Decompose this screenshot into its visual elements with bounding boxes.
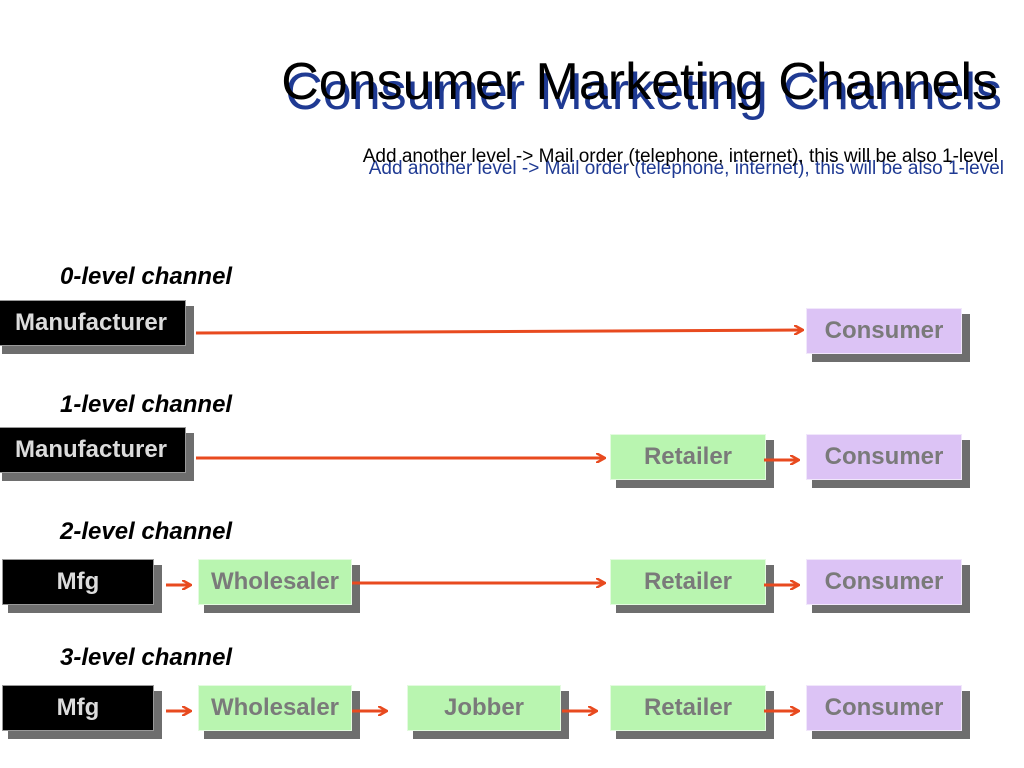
consumer-label: Consumer xyxy=(824,443,944,470)
consumer-label: Consumer xyxy=(824,568,944,595)
wholesaler-label: Wholesaler xyxy=(210,568,340,595)
wholesaler-box: Wholesaler xyxy=(198,685,360,739)
retailer-box: Retailer xyxy=(610,434,774,488)
channel-1-label: 1-level channel xyxy=(60,391,233,418)
mfg-label: Mfg xyxy=(56,568,100,595)
subtitle: Add another level -> Mail order (telepho… xyxy=(362,146,998,167)
arrow-manufacturer-to-consumer xyxy=(195,330,802,333)
jobber-box: Jobber xyxy=(407,685,569,739)
mfg-label: Mfg xyxy=(56,694,100,721)
consumer-box: Consumer xyxy=(806,308,970,362)
wholesaler-box: Wholesaler xyxy=(198,559,360,613)
subtitle-shadow: Add another level -> Mail order (telepho… xyxy=(368,158,1004,179)
channel-3-label: 3-level channel xyxy=(60,644,233,671)
consumer-label: Consumer xyxy=(824,694,944,721)
retailer-label: Retailer xyxy=(643,694,733,721)
consumer-box: Consumer xyxy=(806,685,970,739)
manufacturer-box: Manufacturer xyxy=(0,427,194,481)
page-title-shadow: Consumer Marketing Channels xyxy=(285,63,1002,121)
consumer-box: Consumer xyxy=(806,434,970,488)
retailer-label: Retailer xyxy=(643,443,733,470)
page-title: Consumer Marketing Channels xyxy=(281,53,998,111)
consumer-box: Consumer xyxy=(806,559,970,613)
wholesaler-label: Wholesaler xyxy=(210,694,340,721)
manufacturer-box: Manufacturer xyxy=(0,300,194,354)
manufacturer-label: Manufacturer xyxy=(14,309,168,336)
mfg-box: Mfg xyxy=(2,685,162,739)
channel-0-label: 0-level channel xyxy=(60,263,233,290)
mfg-box: Mfg xyxy=(2,559,162,613)
jobber-label: Jobber xyxy=(443,694,524,721)
retailer-label: Retailer xyxy=(643,568,733,595)
retailer-box: Retailer xyxy=(610,559,774,613)
manufacturer-label: Manufacturer xyxy=(14,436,168,463)
channel-2-label: 2-level channel xyxy=(60,518,233,545)
consumer-label: Consumer xyxy=(824,317,944,344)
retailer-box: Retailer xyxy=(610,685,774,739)
